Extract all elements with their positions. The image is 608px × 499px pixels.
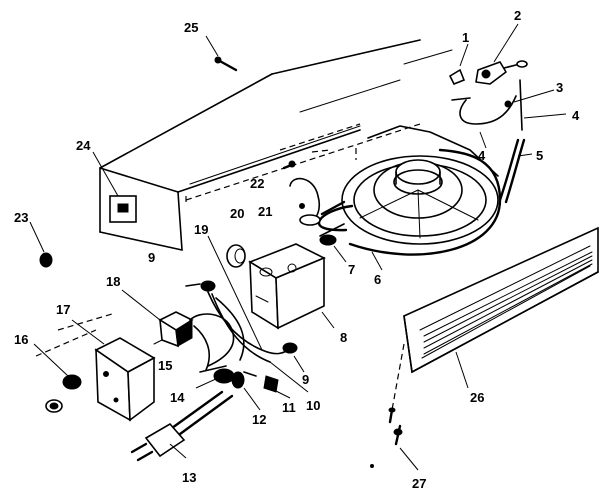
callout-1: 1	[462, 30, 469, 45]
callout-14: 14	[170, 390, 185, 405]
part-3-nut	[451, 89, 555, 108]
callout-19: 19	[194, 222, 208, 237]
callout-23: 23	[14, 210, 28, 225]
part-18-switch	[121, 289, 194, 348]
part-19-wiring	[207, 235, 291, 363]
callout-4a: 4	[572, 108, 580, 123]
part-9-wire-nut-bottom	[282, 342, 305, 373]
part-12-bushing	[243, 371, 261, 411]
part-13-power-cord	[130, 390, 234, 462]
callout-13: 13	[182, 470, 196, 485]
grille-mesh	[423, 251, 593, 355]
part-17-control-cover	[35, 313, 156, 422]
part-5-element-tube	[498, 138, 533, 204]
part-8-junction-box	[248, 243, 335, 330]
callout-2: 2	[514, 8, 521, 23]
callout-27: 27	[412, 476, 426, 491]
part-7-terminal	[319, 223, 347, 263]
callout-5: 5	[536, 148, 543, 163]
stray-mark	[370, 464, 374, 468]
part-21-thermal-cutoff	[289, 177, 346, 226]
heater-housing	[99, 39, 453, 251]
callout-3: 3	[556, 80, 563, 95]
callout-26: 26	[470, 390, 484, 405]
part-14-strain-relief	[195, 368, 245, 389]
callout-4b: 4	[478, 148, 486, 163]
callout-11: 11	[282, 400, 296, 415]
callout-18: 18	[106, 274, 120, 289]
callout-7: 7	[348, 262, 355, 277]
callout-12: 12	[252, 412, 266, 427]
part-6-blower-wheel	[317, 125, 502, 271]
part-23-screw	[29, 221, 53, 268]
part-4-sensing-bulb	[459, 79, 567, 149]
callout-labels: 1 2 3 4 4 5 6 7 8 9 9 10 11 12 13 14 15 …	[14, 8, 580, 491]
callout-17: 17	[56, 302, 70, 317]
callout-9a: 9	[148, 250, 155, 265]
callout-8: 8	[340, 330, 347, 345]
part-22-screw	[282, 160, 296, 170]
callout-21: 21	[258, 204, 272, 219]
callout-6: 6	[374, 272, 381, 287]
part-25-screw	[205, 35, 238, 72]
part-2-thermostat	[475, 23, 528, 85]
part-24-limit-switch	[92, 151, 137, 223]
callout-25: 25	[184, 20, 198, 35]
callout-24: 24	[76, 138, 91, 153]
part-10-wiring	[215, 297, 309, 393]
callout-16: 16	[14, 332, 28, 347]
callout-20: 20	[230, 206, 244, 221]
part-26-grille	[403, 226, 599, 389]
part-20-grommet	[226, 244, 246, 268]
callout-15: 15	[158, 358, 172, 373]
part-16-knob	[33, 343, 82, 413]
part-27-screws	[388, 343, 419, 471]
part-15-harness	[189, 313, 235, 373]
part-11-screw	[263, 375, 291, 399]
callout-9b: 9	[302, 372, 309, 387]
callout-10: 10	[306, 398, 320, 413]
callout-22: 22	[250, 176, 264, 191]
part-9-wire-nut-top	[185, 280, 216, 292]
part-1-knob	[448, 43, 469, 86]
